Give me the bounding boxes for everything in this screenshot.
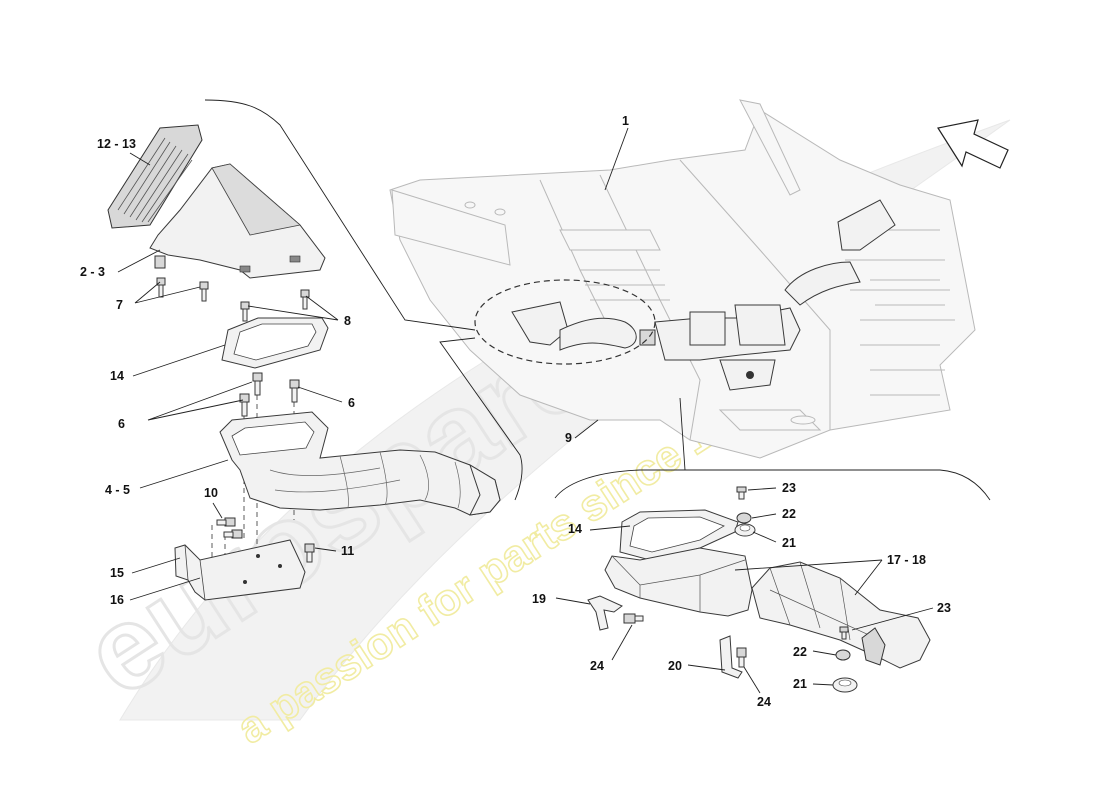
callout-15: 15 — [110, 566, 124, 580]
screw-23-b — [839, 626, 849, 640]
air-duct-extension-right — [751, 561, 931, 669]
callout-21-top: 21 — [782, 536, 796, 550]
callout-24-left: 24 — [590, 659, 604, 673]
callout-6-right: 6 — [348, 396, 355, 410]
screw-24-b — [736, 647, 747, 668]
callout-10: 10 — [204, 486, 218, 500]
callout-16: 16 — [110, 593, 124, 607]
screw-24-a — [623, 613, 644, 624]
air-duct-housing-right — [604, 547, 753, 617]
detail-highlight-circle — [474, 279, 656, 365]
callout-20: 20 — [668, 659, 682, 673]
main-air-duct — [511, 199, 896, 391]
screw-10-a — [216, 517, 236, 527]
right-detail — [587, 486, 931, 693]
callout-22-top: 22 — [782, 507, 796, 521]
screw-6-a — [252, 372, 263, 396]
callout-11: 11 — [341, 544, 354, 558]
callout-14-right: 14 — [568, 522, 582, 536]
callout-23-bottom: 23 — [937, 601, 951, 615]
screw-8-a — [240, 301, 250, 322]
screw-6-c — [239, 393, 250, 417]
callout-23-top: 23 — [782, 481, 796, 495]
front-direction-arrow-icon — [937, 119, 1009, 169]
screw-8-b — [300, 289, 310, 310]
screw-11 — [304, 543, 315, 563]
screw-10-b — [223, 529, 243, 539]
callout-21-bottom: 21 — [793, 677, 807, 691]
callout-2-3: 2 - 3 — [80, 265, 105, 279]
leader-lines — [117, 127, 934, 694]
callout-7: 7 — [116, 298, 123, 312]
bracket-19 — [587, 595, 623, 631]
callout-1: 1 — [622, 114, 629, 128]
callout-22-bottom: 22 — [793, 645, 807, 659]
nut-22-a — [736, 512, 752, 524]
callout-24-right: 24 — [757, 695, 771, 709]
callout-labels: 1 12 - 13 2 - 3 7 8 14 6 6 9 4 - 5 10 11… — [80, 114, 951, 709]
left-detail — [107, 124, 501, 601]
screw-7-b — [199, 281, 209, 302]
callout-8: 8 — [344, 314, 351, 328]
screw-23-a — [736, 486, 747, 500]
screw-6-b — [289, 379, 300, 403]
mounting-bracket-left — [174, 539, 306, 601]
callout-12-13: 12 - 13 — [97, 137, 136, 151]
main-assembly — [389, 99, 976, 459]
callout-14-left: 14 — [110, 369, 124, 383]
callout-9: 9 — [565, 431, 572, 445]
air-intake-cover — [149, 163, 326, 279]
callout-4-5: 4 - 5 — [105, 483, 130, 497]
callout-19: 19 — [532, 592, 546, 606]
bracket-20 — [719, 635, 743, 679]
screw-7-a — [156, 277, 166, 298]
nut-22-b — [835, 649, 851, 661]
detail-right-bracket — [554, 397, 991, 501]
callout-6-left: 6 — [118, 417, 125, 431]
callout-17-18: 17 - 18 — [887, 553, 926, 567]
detail-left-bracket — [204, 99, 523, 501]
